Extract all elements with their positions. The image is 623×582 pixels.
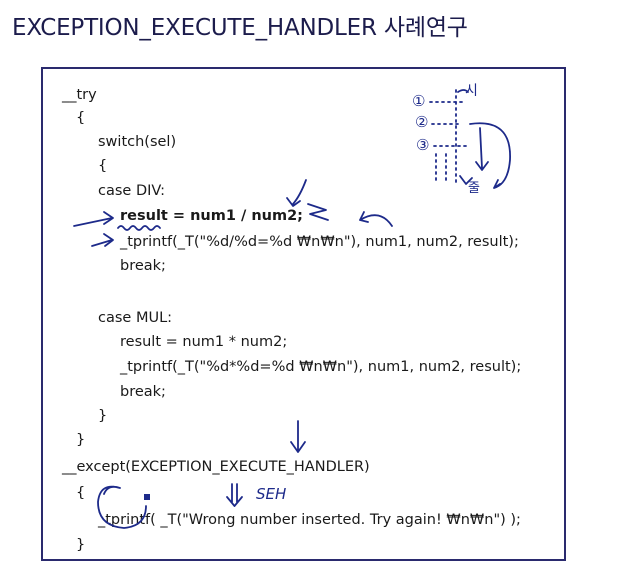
code-line-case-div: case DIV: [98, 183, 166, 199]
code-line-except: __except(EXCEPTION_EXECUTE_HANDLER) [62, 459, 370, 475]
code-line-div-result: result = num1 / num2; [120, 208, 303, 224]
page-title: EXCEPTION_EXECUTE_HANDLER 사례연구 [12, 15, 468, 41]
code-line-try: __try [62, 87, 97, 103]
code-line-except-print: _tprintf( _T("Wrong number inserted. Try… [98, 512, 521, 528]
code-line-div-print: _tprintf(_T("%d/%d=%d ₩n₩n"), num1, num2… [120, 234, 519, 250]
code-line-div-break: break; [120, 258, 166, 274]
code-line-case-mul: case MUL: [98, 310, 173, 326]
code-line-try-close: } [76, 432, 86, 448]
code-line-open-brace: { [76, 110, 86, 126]
code-line-mul-print: _tprintf(_T("%d*%d=%d ₩n₩n"), num1, num2… [120, 359, 522, 375]
code-line-mul-result: result = num1 * num2; [120, 334, 288, 350]
code-line-switch: switch(sel) [98, 134, 177, 150]
code-line-except-open: { [76, 485, 86, 501]
code-line-except-close: } [76, 537, 86, 553]
code-line-switch-close: } [98, 408, 108, 424]
code-line-switch-open: { [98, 158, 108, 174]
code-line-mul-break: break; [120, 384, 166, 400]
